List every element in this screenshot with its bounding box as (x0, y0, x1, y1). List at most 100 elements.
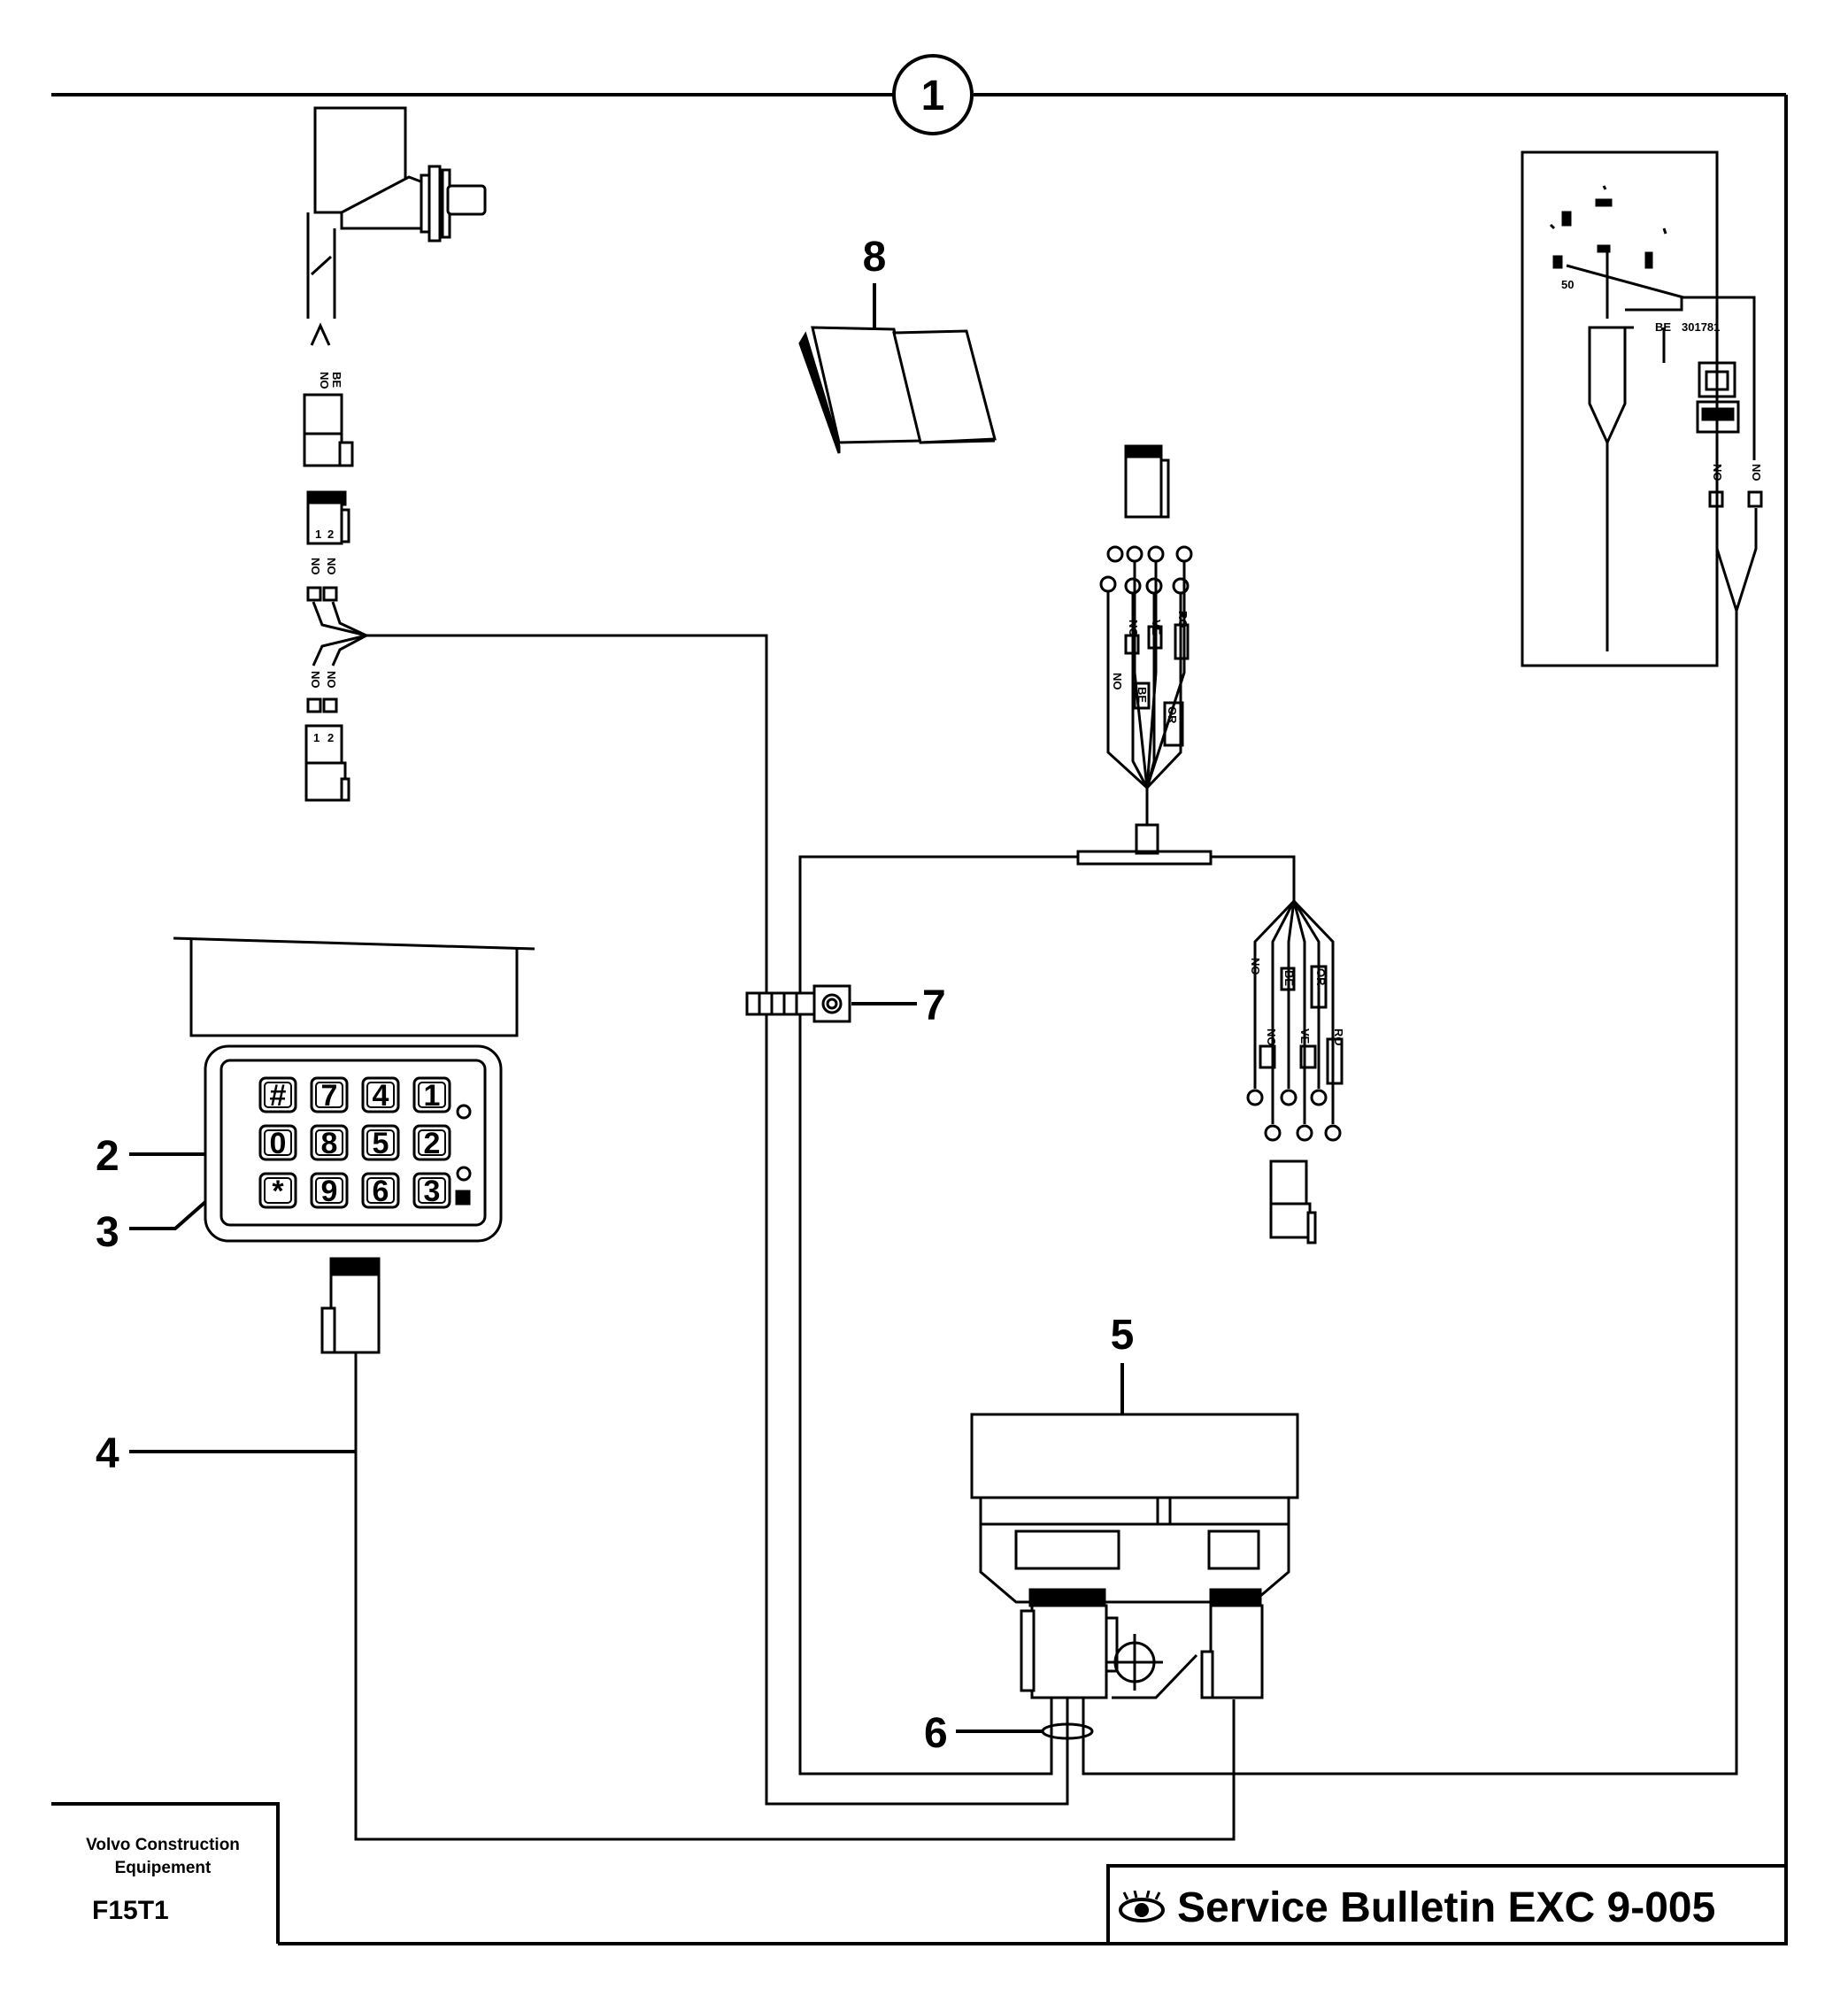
ignition-switch-panel (1082, 150, 1763, 1776)
svg-text:1: 1 (315, 528, 321, 541)
keypad-key-label: 0 (270, 1127, 287, 1160)
svg-text:NO: NO (1249, 958, 1262, 975)
svg-text:8: 8 (863, 234, 887, 281)
sensor-pin-labels-bottom: NO NO (309, 671, 338, 689)
callout-3: 3 (96, 1200, 207, 1256)
control-unit (970, 1413, 1299, 1604)
drawing-frame (51, 93, 1788, 1945)
svg-text:1: 1 (313, 731, 320, 744)
svg-text:NO: NO (1111, 673, 1124, 690)
sensor-wire-labels-top: NO BE (318, 372, 343, 389)
callout-7: 7 (851, 982, 946, 1029)
keypad-key: 0 (258, 1124, 297, 1161)
svg-text:2: 2 (327, 528, 334, 541)
keypad-key-label: 4 (373, 1079, 389, 1113)
keypad-key-label: 2 (424, 1127, 441, 1160)
company-name: Volvo Construction Equipement (86, 1836, 240, 1877)
svg-text:OR: OR (1314, 968, 1328, 986)
svg-text:1: 1 (921, 73, 945, 119)
harness-connector-b (1269, 1159, 1317, 1244)
svg-text:OR: OR (1166, 706, 1179, 724)
keypad-key-label: 5 (373, 1127, 389, 1160)
callout-8: 8 (863, 234, 887, 327)
svg-text:NO: NO (1265, 1028, 1278, 1046)
svg-text:6: 6 (924, 1710, 948, 1757)
callout-2: 2 (96, 1133, 205, 1180)
svg-text:BE: BE (330, 372, 343, 388)
svg-text:BE: BE (1136, 687, 1149, 703)
sensor-pin-labels-3: 1 2 (313, 731, 334, 744)
keypad-key: 7 (310, 1076, 349, 1113)
control-unit-connector-left (1020, 1588, 1119, 1699)
keypad-key: 5 (361, 1124, 400, 1161)
keypad-key-label: 9 (321, 1175, 338, 1208)
keypad-key-label: 1 (424, 1079, 441, 1113)
keypad-key-label: * (272, 1175, 284, 1208)
callout-4: 4 (96, 1430, 356, 1477)
keypad-key-label: 7 (321, 1079, 338, 1113)
svg-text:NO: NO (325, 558, 338, 575)
svg-text:50: 50 (1561, 278, 1574, 291)
svg-text:NO: NO (325, 671, 338, 689)
cable-ring (1041, 1698, 1094, 1804)
keypad-wire (354, 1352, 1236, 1841)
ground-symbol (1106, 1634, 1198, 1699)
proximity-sensor (306, 106, 487, 346)
svg-text:RO: RO (1176, 611, 1190, 628)
harness-labels-a: NO NO VE RO BE OR (1111, 611, 1190, 724)
svg-text:NO: NO (1127, 620, 1140, 637)
callout-6: 6 (924, 1710, 1043, 1757)
svg-text:BE: BE (1282, 970, 1296, 986)
keypad-key: 6 (361, 1172, 400, 1209)
keypad-key: 3 (412, 1172, 451, 1209)
svg-text:3: 3 (96, 1209, 119, 1256)
svg-text:2: 2 (96, 1133, 119, 1180)
keypad-key-label: # (270, 1079, 287, 1113)
svg-text:NO: NO (309, 558, 322, 575)
keypad-housing (204, 1044, 503, 1243)
keypad-key: # (258, 1076, 297, 1113)
keypad-key: 8 (310, 1124, 349, 1161)
svg-text:2: 2 (327, 731, 334, 744)
svg-text:NO: NO (1711, 464, 1724, 481)
harness-labels-b: NO NO VE RO BE OR (1249, 958, 1345, 1046)
service-bulletin-title: Service Bulletin EXC 9-005 (1117, 1884, 1715, 1932)
svg-text:NO: NO (318, 372, 331, 389)
callout-5: 5 (1111, 1312, 1135, 1414)
keypad-key: 9 (310, 1172, 349, 1209)
svg-text:4: 4 (96, 1430, 119, 1477)
keypad-mount-bracket (173, 936, 535, 1037)
eye-icon (1119, 1890, 1165, 1922)
harness-connector-a (1124, 444, 1170, 519)
figure-code: F15T1 (92, 1896, 169, 1925)
svg-text:VE: VE (1150, 620, 1163, 636)
sheet-number-callout: 1 (892, 54, 974, 135)
keypad-key-label: 3 (424, 1175, 441, 1208)
svg-text:VE: VE (1298, 1028, 1312, 1044)
svg-text:NO: NO (1750, 464, 1763, 481)
control-unit-connector-right (1200, 1588, 1264, 1699)
harness-fan-b (1246, 899, 1344, 1142)
manual-book-icon (798, 326, 997, 454)
keypad-key: 1 (412, 1076, 451, 1113)
sensor-pin-labels-top: 1 2 NO NO (309, 528, 338, 575)
keypad-key: 2 (412, 1124, 451, 1161)
sensor-connector-1 (303, 393, 354, 467)
keypad-connector (320, 1257, 381, 1354)
harness-fan-a (1076, 545, 1213, 866)
svg-text:301781: 301781 (1682, 320, 1720, 334)
sensor-connector-3 (304, 697, 350, 802)
bulletin-text: Service Bulletin EXC 9-005 (1177, 1884, 1716, 1931)
keypad-key: * (258, 1172, 297, 1209)
svg-text:5: 5 (1111, 1312, 1135, 1359)
switch-labels: 50 BE 301781 NO NO (1561, 278, 1763, 481)
cable-tie (745, 984, 851, 1023)
svg-text:7: 7 (922, 982, 946, 1029)
sensor-connector-2 (306, 490, 350, 545)
keypad-key-label: 6 (373, 1175, 389, 1208)
svg-text:BE: BE (1655, 320, 1671, 334)
svg-text:NO: NO (309, 671, 322, 689)
keypad-key: 4 (361, 1076, 400, 1113)
